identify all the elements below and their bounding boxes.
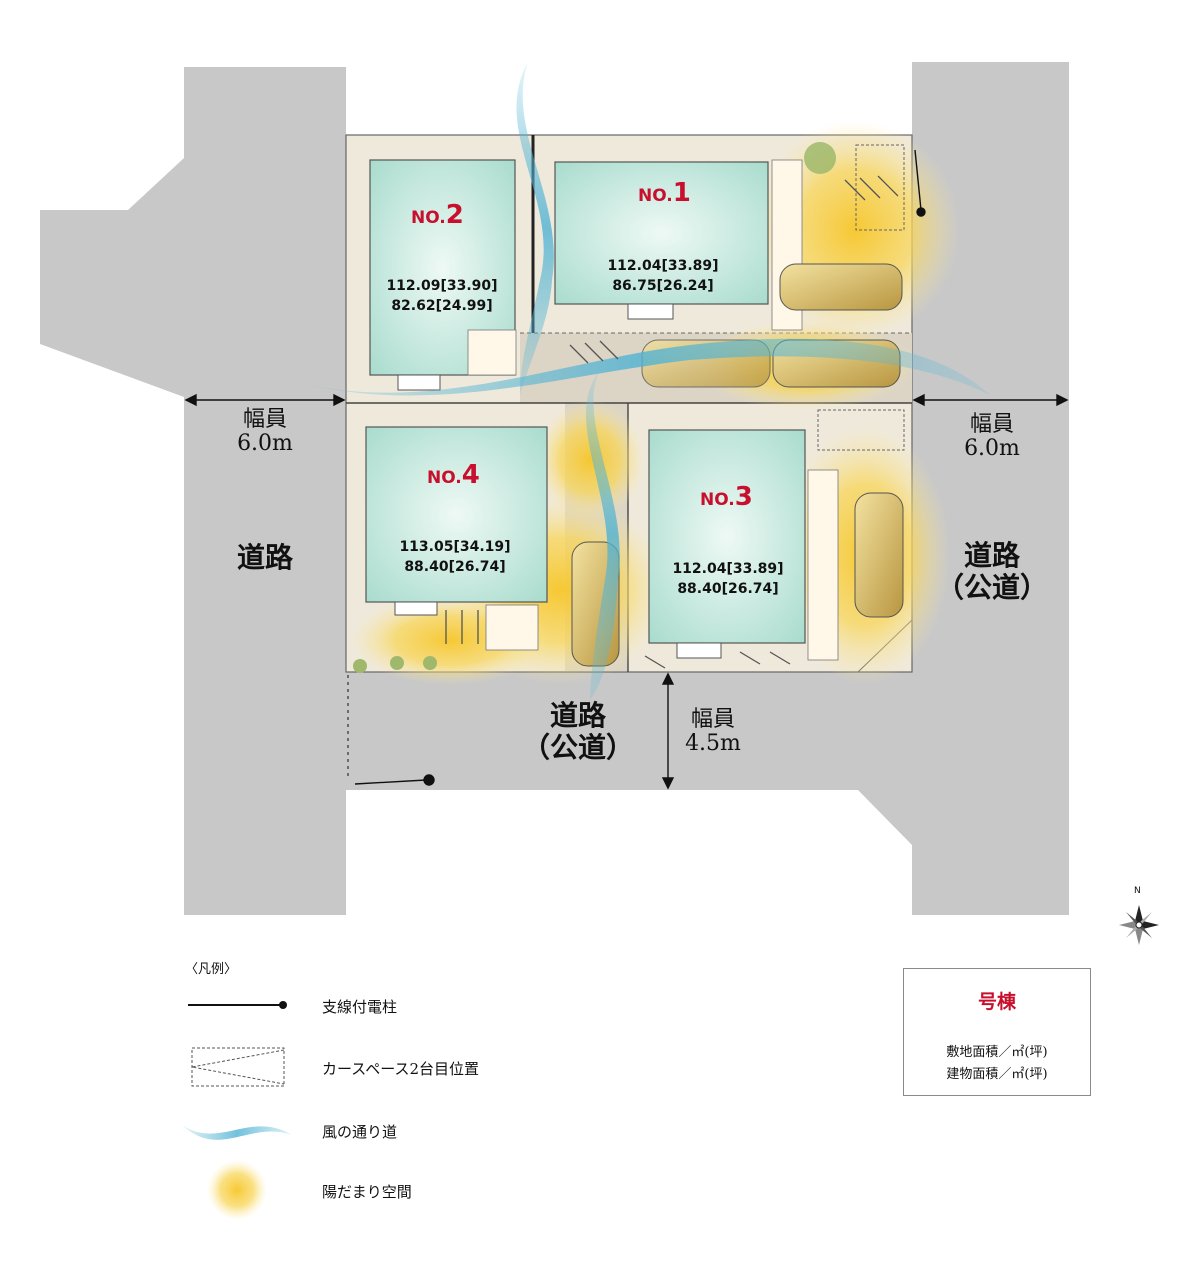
- legend-title: 〈凡例〉: [185, 962, 238, 977]
- utility-pole: [423, 774, 435, 786]
- lot-1-areas: 112.04[33.89] 86.75[26.24]: [588, 256, 738, 296]
- site-area: 112.04[33.89]: [672, 561, 784, 577]
- buildings: [365, 159, 839, 661]
- east-road-name: 道路 （公道）: [935, 539, 1048, 604]
- legend-item-utility-pole: 支線付電柱: [322, 998, 398, 1016]
- lot-4-areas: 113.05[34.19] 88.40[26.74]: [380, 537, 530, 577]
- legend-item-second-car-space: カースペース2台目位置: [322, 1060, 479, 1078]
- key-building-area: 建物面積／㎡(坪): [946, 1067, 1048, 1082]
- lot-number-2: NO.2: [411, 200, 464, 230]
- building-area: 82.62[24.99]: [391, 298, 493, 314]
- lot-number-1: NO.1: [638, 178, 691, 208]
- utility-poles: [347, 149, 926, 786]
- key-title: 号棟: [977, 991, 1016, 1013]
- legend-symbols: [182, 1001, 292, 1220]
- west-road-width: 幅員 6.0m: [237, 407, 293, 456]
- legend-sun-symbol: [207, 1160, 267, 1220]
- compass-north-label: N: [1134, 886, 1141, 896]
- legend-car-space-symbol: [191, 1047, 285, 1087]
- wind-path-lower-vertical: [586, 370, 620, 700]
- trees: [353, 142, 836, 673]
- south-road-name: 道路 （公道）: [521, 699, 634, 764]
- site-area: 112.04[33.89]: [607, 258, 719, 274]
- west-road-name: 道路: [236, 541, 293, 574]
- legend-item-wind-path: 風の通り道: [322, 1123, 398, 1141]
- lot-key-box: 号棟 敷地面積／㎡(坪) 建物面積／㎡(坪): [903, 968, 1091, 1096]
- site-area: 112.09[33.90]: [386, 278, 498, 294]
- wind-path-horizontal: [285, 338, 990, 396]
- building-area: 88.40[26.74]: [404, 559, 506, 575]
- building-area: 86.75[26.24]: [612, 278, 714, 294]
- dimension-lines: [184, 393, 1069, 790]
- wind-path-upper-vertical: [516, 62, 554, 395]
- key-site-area: 敷地面積／㎡(坪): [946, 1045, 1048, 1060]
- building-no1: [554, 161, 769, 305]
- road-network: [40, 62, 1069, 915]
- car: [854, 492, 904, 618]
- car: [779, 263, 903, 311]
- site-area: 113.05[34.19]: [399, 539, 511, 555]
- east-road-width: 幅員 6.0m: [964, 412, 1020, 461]
- legend-wind-symbol: [182, 1125, 292, 1140]
- building-no3: [648, 429, 806, 644]
- bicycles: [445, 175, 899, 669]
- wind-paths: [285, 62, 990, 700]
- lot-number-3: NO.3: [700, 482, 753, 512]
- building-area: 88.40[26.74]: [677, 581, 779, 597]
- lot-2-areas: 112.09[33.90] 82.62[24.99]: [367, 276, 517, 316]
- compass-rose: [1119, 905, 1159, 945]
- west-road: [40, 67, 346, 915]
- south-road-width: 幅員 4.5m: [685, 707, 741, 756]
- utility-pole: [916, 207, 926, 217]
- lot-3-areas: 112.04[33.89] 88.40[26.74]: [653, 559, 803, 599]
- lot-number-4: NO.4: [427, 460, 480, 490]
- legend-item-sunny-space: 陽だまり空間: [322, 1183, 412, 1201]
- building-no4: [365, 426, 548, 603]
- south-road: [346, 672, 912, 915]
